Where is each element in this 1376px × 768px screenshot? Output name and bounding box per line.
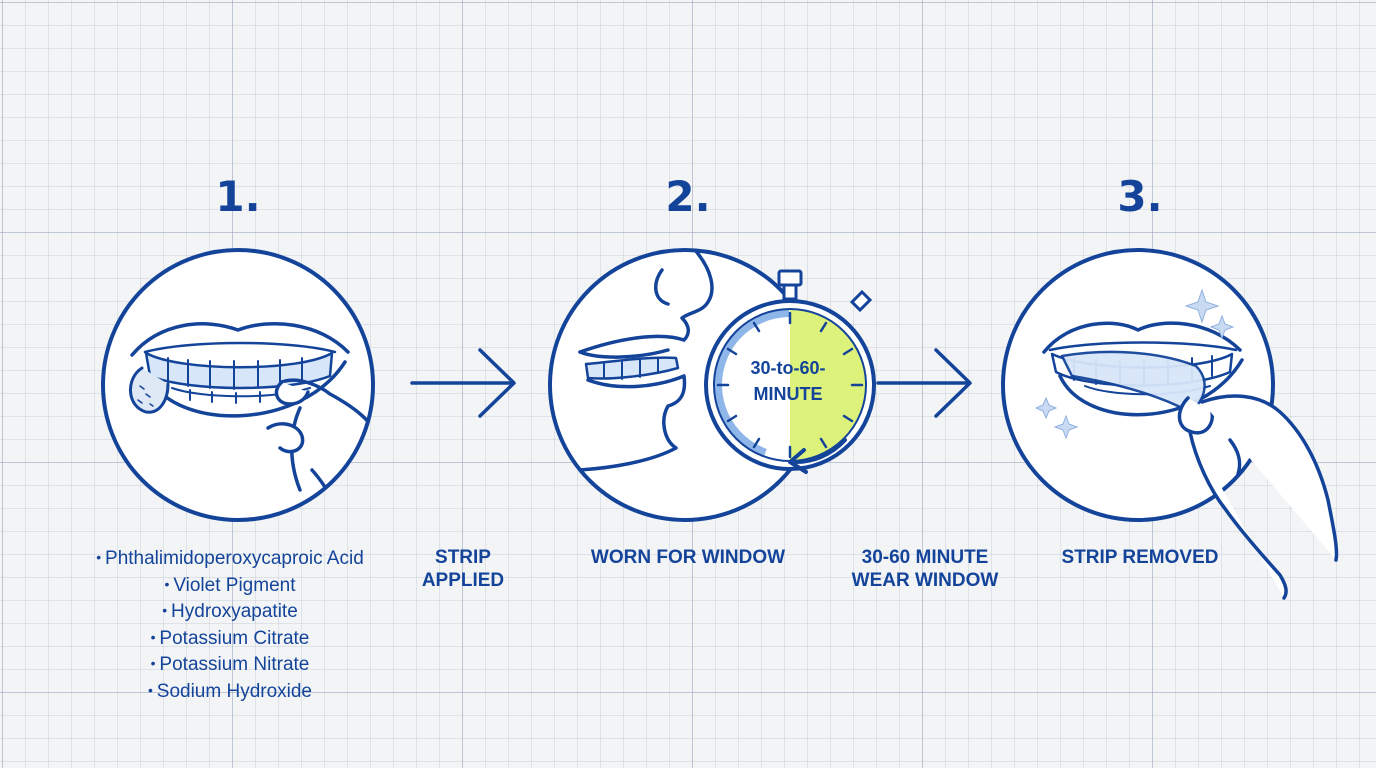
stopwatch-icon <box>704 269 876 474</box>
step-2-number: 2. <box>665 172 711 221</box>
ingredient-item: Potassium Citrate <box>40 625 420 652</box>
arrow-right-icon <box>410 348 516 418</box>
ingredient-item: Sodium Hydroxide <box>40 678 420 705</box>
mouth-removing-strip-illustration <box>1001 248 1339 600</box>
ingredient-item: Phthalimidoperoxycaproic Acid <box>40 545 420 572</box>
ingredient-item: Potassium Nitrate <box>40 651 420 678</box>
ingredients-list: Phthalimidoperoxycaproic Acid Violet Pig… <box>40 545 420 705</box>
step-3-number: 3. <box>1117 172 1163 221</box>
wear-window-note: 30-60 MINUTE WEAR WINDOW <box>851 547 999 591</box>
timer-label: 30-to-60- MINUTE <box>750 358 826 404</box>
arrow-right-icon <box>876 348 972 418</box>
ingredient-item: Violet Pigment <box>40 572 420 599</box>
step-2-caption: WORN FOR WINDOW <box>590 547 786 568</box>
step-1-number: 1. <box>215 172 261 221</box>
mouth-applying-strip-illustration <box>101 248 375 522</box>
step-3-caption: STRIP REMOVED <box>1061 547 1219 568</box>
step-1-caption: STRIP APPLIED <box>421 547 505 591</box>
ingredient-item: Hydroxyapatite <box>40 598 420 625</box>
sparkle-icon <box>1034 288 1235 440</box>
